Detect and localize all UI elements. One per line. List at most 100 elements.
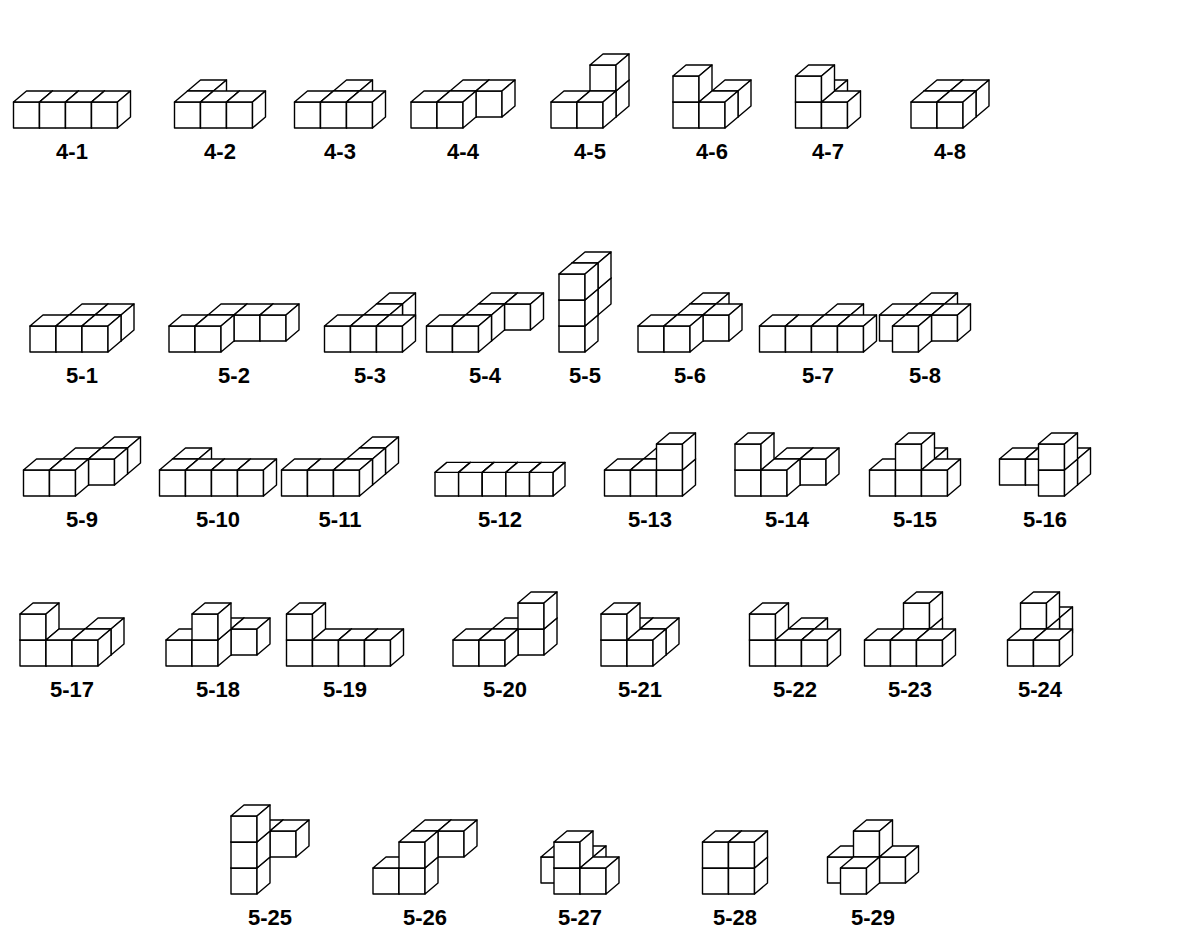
- cube-face: [657, 444, 683, 470]
- cube-face: [482, 472, 506, 496]
- cube-face: [585, 263, 598, 300]
- cube-face: [1047, 592, 1060, 629]
- cube-face: [1000, 459, 1026, 485]
- cube-face: [386, 437, 399, 474]
- polycube-figure: [435, 462, 565, 496]
- cube-face: [750, 614, 776, 640]
- cube-face: [313, 640, 339, 666]
- cube-face: [166, 640, 192, 666]
- cube-face: [896, 470, 922, 496]
- cube-face: [904, 603, 930, 629]
- cube-face: [631, 470, 657, 496]
- cube-face: [551, 102, 577, 128]
- cube-face: [334, 470, 360, 496]
- piece-label: 4-2: [204, 141, 236, 163]
- piece-label: 5-27: [558, 907, 602, 929]
- cube-face: [227, 102, 253, 128]
- cube-face: [729, 842, 755, 868]
- cube-face: [867, 857, 880, 894]
- polycube-figure: [453, 592, 557, 666]
- piece-label: 5-2: [218, 365, 250, 387]
- piece-label: 5-28: [713, 907, 757, 929]
- cube-face: [601, 614, 627, 640]
- cube-face: [257, 805, 270, 842]
- cube-face: [976, 80, 989, 117]
- piece-label: 5-29: [851, 907, 895, 929]
- cube-face: [735, 470, 761, 496]
- cube-face: [760, 326, 786, 352]
- cube-face: [826, 448, 839, 485]
- cube-face: [321, 102, 347, 128]
- cube-face: [922, 470, 948, 496]
- polycube-figure: [295, 80, 386, 128]
- cube-face: [690, 315, 703, 352]
- cube-face: [870, 470, 896, 496]
- cube-face: [221, 315, 234, 352]
- cube-face: [391, 629, 404, 666]
- polycube-figure: [601, 603, 679, 666]
- cube-face: [1034, 640, 1060, 666]
- polycube-figure: [287, 603, 404, 666]
- cube-face: [917, 640, 943, 666]
- cube-face: [948, 459, 961, 496]
- cube-face: [40, 102, 66, 128]
- cube-face: [627, 640, 653, 666]
- piece-label: 5-9: [66, 509, 98, 531]
- piece-label: 5-11: [319, 509, 362, 531]
- cube-face: [1021, 603, 1047, 629]
- piece-label: 5-13: [628, 509, 672, 531]
- cube-face: [175, 102, 201, 128]
- cube-face: [438, 831, 464, 857]
- cube-face: [750, 640, 776, 666]
- polycube-figure: [870, 433, 961, 496]
- cube-face: [601, 640, 627, 666]
- cube-face: [822, 102, 848, 128]
- cube-face: [231, 868, 257, 894]
- cube-face: [308, 470, 334, 496]
- cube-face: [160, 470, 186, 496]
- cube-face: [411, 102, 437, 128]
- polycube-figure: [750, 603, 841, 666]
- cube-face: [192, 614, 218, 640]
- polycube-figure: [1008, 592, 1073, 666]
- polycube-figure: [703, 831, 768, 894]
- polycube-figure: [282, 437, 399, 496]
- cube-face: [848, 91, 861, 128]
- cube-face: [786, 326, 812, 352]
- cube-face: [963, 91, 976, 128]
- cube-face: [195, 326, 221, 352]
- cube-face: [554, 868, 580, 894]
- cube-face: [505, 304, 531, 330]
- cube-face: [776, 640, 802, 666]
- cube-face: [828, 629, 841, 666]
- cube-face: [234, 315, 260, 341]
- piece-label: 5-18: [196, 679, 240, 701]
- cube-face: [89, 459, 115, 485]
- cube-face: [72, 640, 98, 666]
- cube-face: [257, 618, 270, 655]
- piece-label: 5-8: [909, 365, 941, 387]
- cube-face: [492, 304, 505, 341]
- piece-label: 5-24: [1018, 679, 1062, 701]
- cube-face: [111, 618, 124, 655]
- cube-face: [937, 102, 963, 128]
- cube-face: [729, 868, 755, 894]
- piece-label: 5-19: [323, 679, 367, 701]
- cube-face: [796, 76, 822, 102]
- cube-face: [427, 326, 453, 352]
- cube-face: [841, 868, 867, 894]
- cube-face: [919, 315, 932, 352]
- piece-label: 4-7: [812, 141, 844, 163]
- cube-face: [725, 91, 738, 128]
- cube-face: [802, 640, 828, 666]
- cube-face: [518, 629, 544, 655]
- cube-face: [365, 640, 391, 666]
- piece-label: 5-12: [478, 509, 522, 531]
- cube-face: [796, 102, 822, 128]
- piece-label: 5-1: [66, 365, 98, 387]
- polycube-figure: [169, 304, 299, 352]
- cube-face: [864, 315, 877, 352]
- cube-face: [1060, 629, 1073, 666]
- cube-face: [673, 102, 699, 128]
- polycube-figure: [760, 304, 877, 352]
